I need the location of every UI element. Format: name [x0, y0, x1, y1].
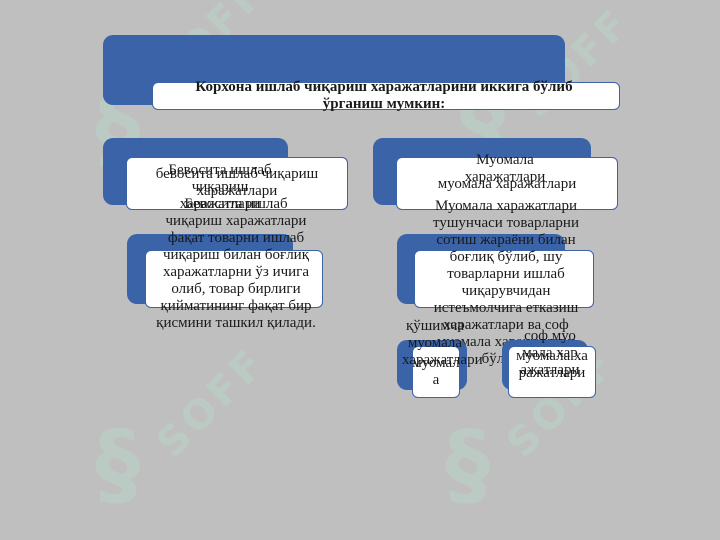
- watermark-text: SOFF: [148, 339, 276, 467]
- right-detail-box: [414, 250, 594, 308]
- right-detail-text: Муомала харажатлари тушунчаси товарларни…: [433, 198, 579, 367]
- right-branch-label: муомала харажатлари: [437, 176, 577, 192]
- right-branch-box: [396, 157, 618, 210]
- left-detail-text: Бевосита ишлаб чиқариш харажатлари фақат…: [156, 196, 316, 331]
- sub-right-box-text: муомала харажатлари: [516, 348, 588, 381]
- page-title: Корхона ишлаб чиқариш харажатларини икки…: [195, 79, 573, 112]
- sub-right-box: [508, 346, 596, 398]
- sub-left-label: қўшимча муомала харажатлари: [402, 318, 483, 368]
- sub-left-box: [412, 346, 460, 398]
- right-branch-label-echo: Муомала харажатлари: [464, 152, 546, 185]
- left-branch-box: [126, 157, 348, 210]
- sub-right-label: соф муомала харажатлари: [520, 328, 580, 378]
- watermark-logo: §: [445, 412, 490, 517]
- title-box: [152, 82, 620, 110]
- sub-left-box-text: муомала: [412, 355, 460, 388]
- left-branch-label-echo: Бевосита ишлаб чиқариш харажатлари: [168, 162, 272, 212]
- left-detail-box: [145, 250, 323, 308]
- watermark-logo: §: [95, 412, 140, 517]
- left-branch-label: бевосита ишлаб чиқариш харажатлари: [155, 166, 319, 199]
